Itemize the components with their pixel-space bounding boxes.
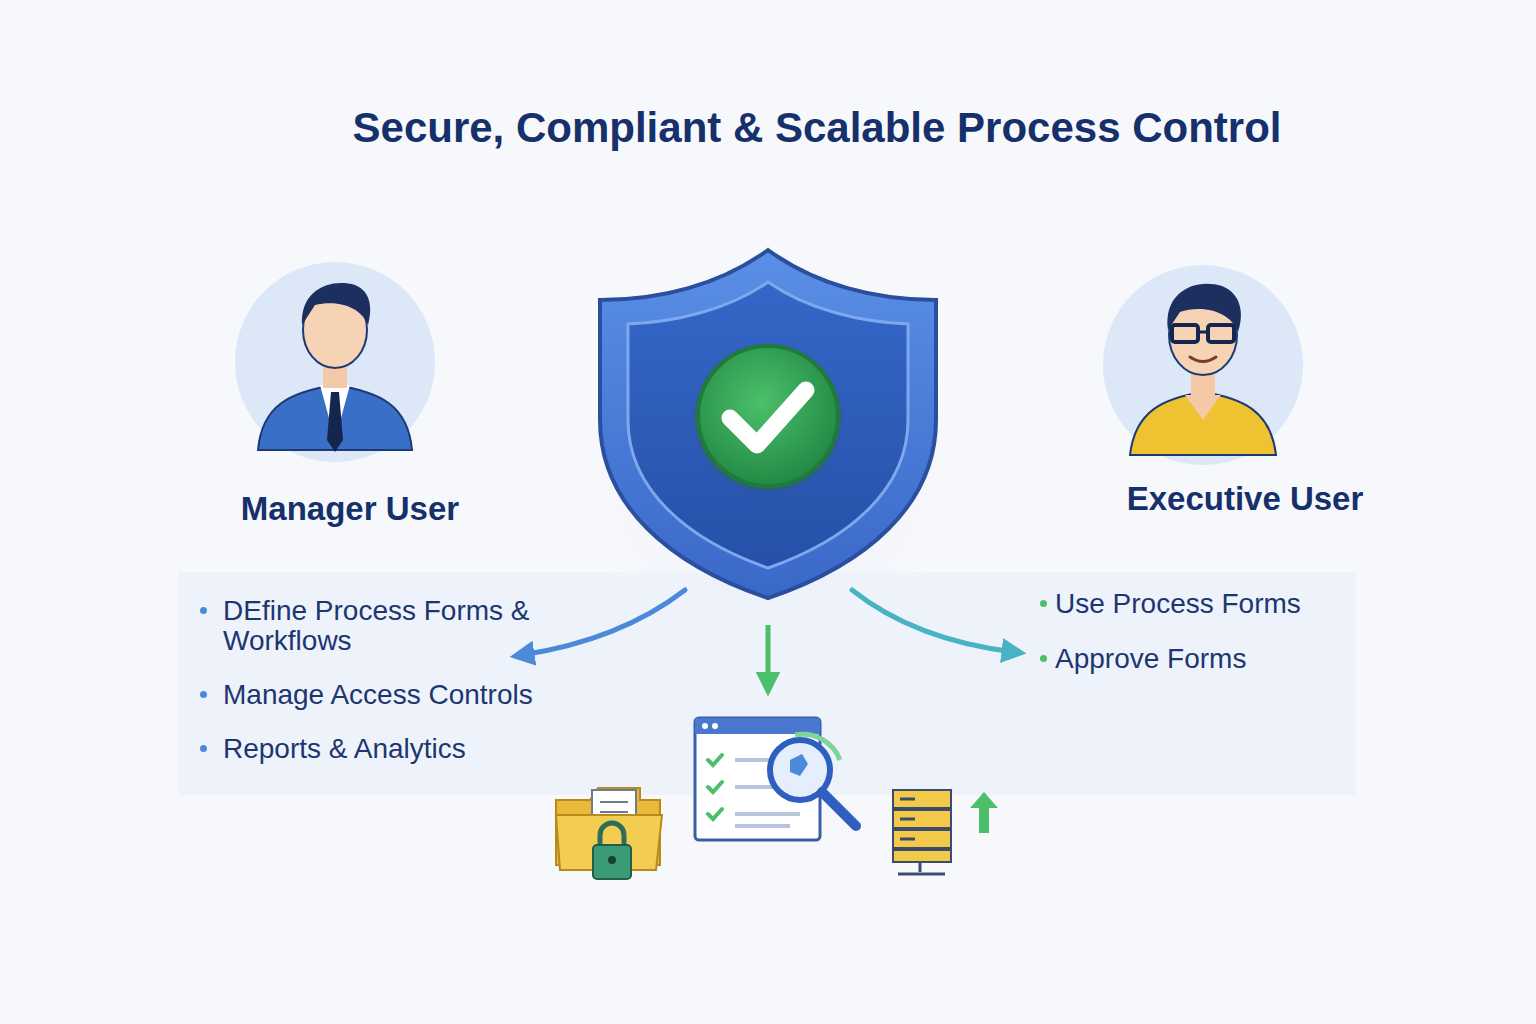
- user-avatar: Executive User: [1075, 265, 1415, 525]
- permission-list: DEfine Process Forms & WorkflowsManage A…: [200, 596, 627, 764]
- diagram-title: Secure, Compliant & Scalable Process Con…: [0, 104, 1536, 152]
- list-item: Manage Access Controls: [200, 680, 627, 710]
- check-mark: [730, 390, 806, 445]
- flow-arrow: [766, 625, 771, 684]
- permission-text: Approve Forms: [1055, 644, 1246, 674]
- permission-list: Use Process FormsApprove Forms: [1040, 589, 1360, 674]
- permission-text: Manage Access Controls: [223, 680, 533, 710]
- list-item: DEfine Process Forms & Workflows: [200, 596, 627, 656]
- list-item: Reports & Analytics: [200, 734, 627, 764]
- flow-arrow: [522, 590, 685, 655]
- shield: [600, 250, 936, 598]
- check-shadow: [694, 344, 842, 492]
- permission-text: Reports & Analytics: [223, 734, 466, 764]
- list-item: Use Process Forms: [1040, 589, 1360, 619]
- check-circle: [698, 346, 838, 486]
- locked-folder-icon: [556, 788, 662, 879]
- role-label: Executive User: [1075, 480, 1415, 518]
- bullet-dot: [200, 691, 207, 698]
- bullet-dot: [1040, 655, 1047, 662]
- checklist-window-icon: [695, 718, 856, 840]
- user-avatar: Manager User: [200, 262, 500, 535]
- bullet-dot: [200, 607, 207, 614]
- server-icon: [893, 790, 998, 874]
- list-item: Approve Forms: [1040, 644, 1360, 674]
- executive-figure: [1130, 284, 1276, 455]
- flow-arrow: [852, 590, 1014, 652]
- bullet-dot: [200, 745, 207, 752]
- manager-figure: [258, 283, 412, 452]
- avatar-circle: [235, 262, 435, 462]
- permission-text: Use Process Forms: [1055, 589, 1301, 619]
- avatar-circle: [1103, 265, 1303, 465]
- role-label: Manager User: [200, 490, 500, 528]
- shield-inner: [628, 282, 908, 568]
- permission-text: DEfine Process Forms & Workflows: [223, 596, 627, 656]
- bullet-dot: [1040, 600, 1047, 607]
